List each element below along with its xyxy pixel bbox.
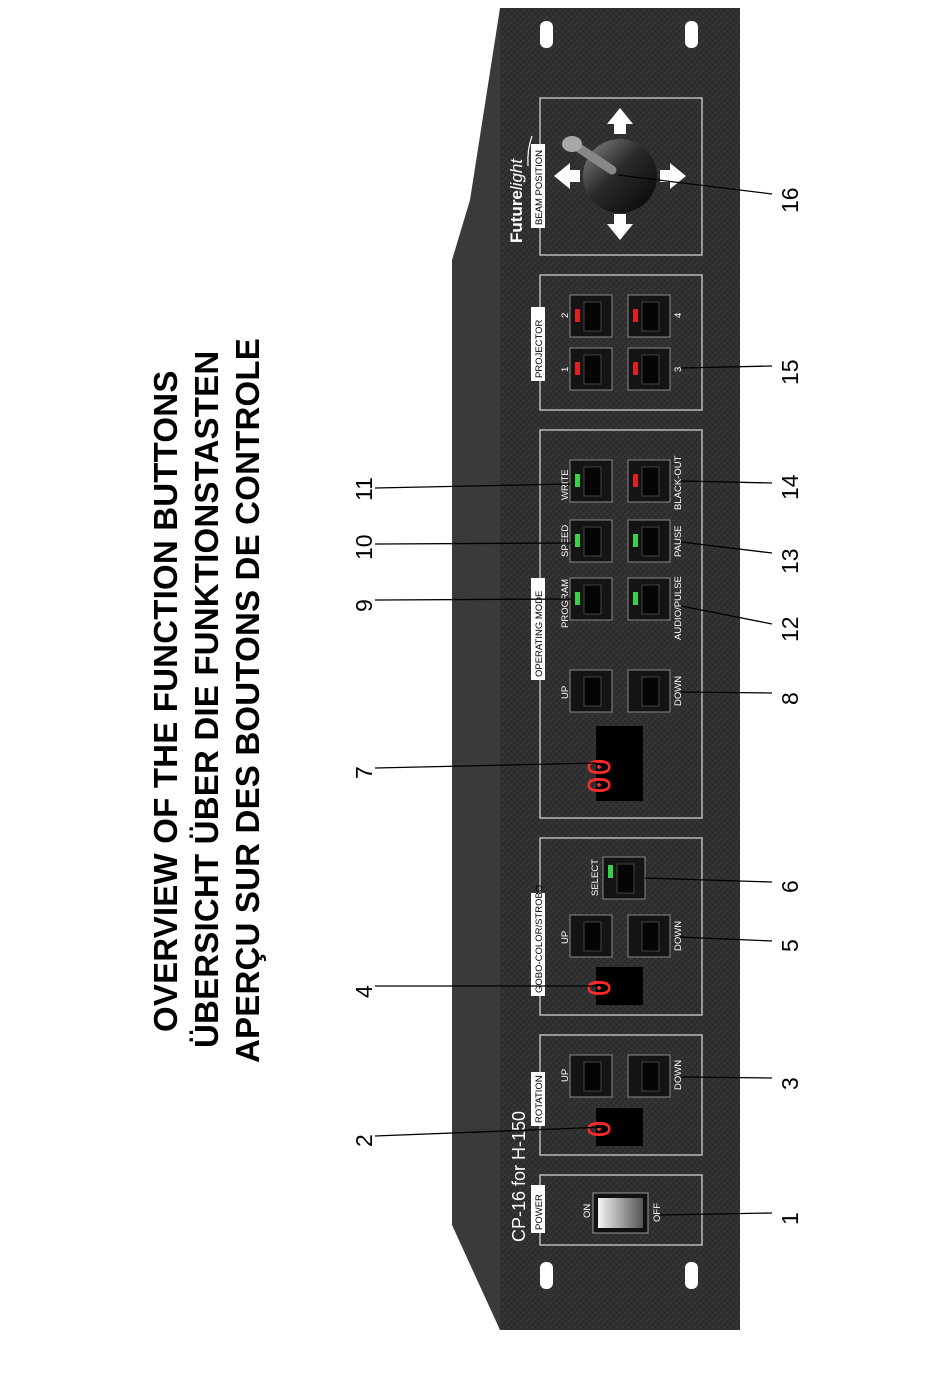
op-up-label: UP (560, 686, 571, 699)
audio-pulse-led (633, 592, 638, 605)
projector-1-label: 1 (560, 367, 571, 372)
on-label: ON (582, 1204, 593, 1218)
gobo-label: GOBO-COLOR/STROBO (534, 885, 545, 993)
program-led (575, 592, 580, 605)
callout-10: 10 (351, 534, 377, 560)
pause-label: PAUSE (673, 525, 684, 557)
rotation-down-label: DOWN (673, 1060, 684, 1090)
callout-15: 15 (777, 359, 803, 385)
rotation-display-digit: 0 (583, 1120, 618, 1138)
panel-side (452, 8, 500, 1330)
gobo-down-button[interactable] (627, 914, 671, 958)
power-switch[interactable] (592, 1192, 649, 1234)
beam-label: BEAM POSITION (534, 150, 545, 225)
brand-logo: Futurelight (507, 158, 526, 243)
callout-16: 16 (777, 187, 803, 213)
audio-pulse-label: AUDIO/PULSE (673, 576, 684, 640)
callout-9: 9 (351, 599, 377, 612)
arrow-right-icon (607, 214, 633, 240)
program-display-digits: 00 (583, 758, 618, 794)
callout-12: 12 (777, 616, 803, 642)
pause-led (633, 534, 638, 547)
callout-8: 8 (777, 692, 803, 705)
callout-13: 13 (777, 548, 803, 574)
op-down-label: DOWN (673, 676, 684, 706)
callout-14: 14 (777, 474, 803, 500)
program-display (596, 726, 643, 801)
gobo-display (596, 967, 643, 1005)
black-out-led (633, 474, 638, 487)
arrow-down-icon (660, 163, 686, 189)
projector-2-label: 2 (560, 313, 571, 318)
callout-11: 11 (351, 477, 377, 501)
rotation-up-label: UP (560, 1069, 571, 1082)
projector-3-led (633, 362, 638, 375)
projector-label: PROJECTOR (534, 319, 545, 378)
mount-hole (540, 1262, 553, 1289)
write-led (575, 474, 580, 487)
projector-3-label: 3 (673, 367, 684, 372)
rotation-label: ROTATION (534, 1075, 545, 1123)
speed-led (575, 534, 580, 547)
callout-3: 3 (777, 1077, 803, 1090)
op-down-button[interactable] (627, 669, 671, 713)
rotation-down-button[interactable] (627, 1054, 671, 1098)
callout-5: 5 (777, 939, 803, 952)
program-label: PROGRAM (560, 579, 571, 628)
gobo-down-label: DOWN (673, 921, 684, 951)
callout-2: 2 (351, 1134, 377, 1147)
arrow-up-icon (554, 163, 580, 189)
mount-hole (685, 1262, 698, 1289)
callout-1: 1 (777, 1212, 803, 1225)
projector-2-led (575, 309, 580, 322)
select-led (608, 865, 613, 878)
gobo-up-button[interactable] (569, 914, 613, 958)
beam-joystick[interactable] (554, 108, 686, 240)
off-label: OFF (652, 1203, 663, 1222)
projector-4-label: 4 (673, 313, 684, 318)
operating-label: OPERATING MODE (534, 591, 545, 677)
mount-hole (540, 21, 553, 48)
op-up-button[interactable] (569, 669, 613, 713)
mount-hole (685, 21, 698, 48)
rotation-up-button[interactable] (569, 1054, 613, 1098)
projector-4-led (633, 309, 638, 322)
pause-button[interactable] (627, 519, 671, 563)
brand-swoosh (527, 135, 533, 167)
callout-4: 4 (351, 985, 377, 998)
black-out-label: BLACK-OUT (673, 455, 684, 510)
arrow-left-icon (607, 108, 633, 134)
power-label: POWER (534, 1194, 545, 1230)
select-label: SELECT (590, 859, 601, 896)
projector-1-led (575, 362, 580, 375)
speed-label: SPEED (560, 525, 571, 557)
gobo-display-digit: 0 (583, 979, 618, 997)
model-name: CP-16 for H-150 (509, 1111, 529, 1242)
gobo-up-label: UP (560, 931, 571, 944)
callout-6: 6 (777, 880, 803, 893)
callout-7: 7 (351, 766, 377, 779)
